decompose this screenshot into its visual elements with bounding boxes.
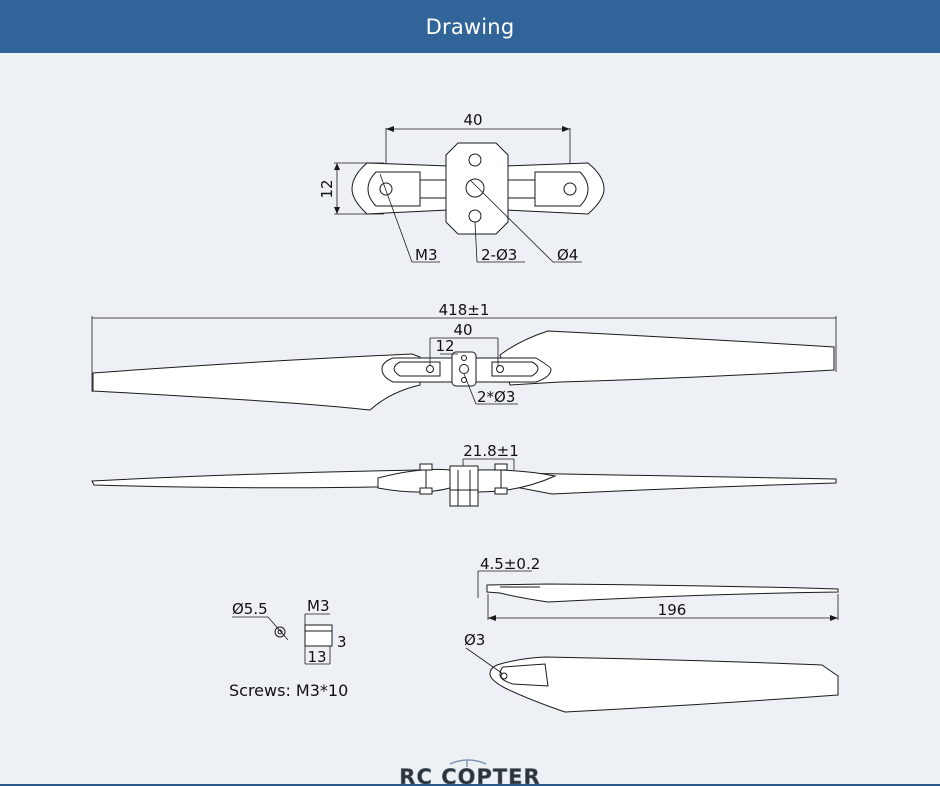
blade-hole-callout: Ø3 (464, 631, 485, 649)
total-length-dimension: 418±1 (439, 301, 490, 319)
page-title: Drawing (425, 14, 515, 39)
washer-diameter-label: Ø5.5 (232, 600, 268, 618)
bottom-rule (0, 784, 940, 786)
hub-height-dimension: 12 (318, 179, 336, 198)
screw-caption: Screws: M3*10 (229, 681, 348, 700)
header-bar: Drawing (0, 0, 940, 53)
hub-detail-view: 40 12 M3 2-Ø3 Ø4 (318, 111, 605, 264)
propeller-top-view: 418±1 40 12 2*Ø3 (91, 301, 837, 411)
propeller-side-view: 21.8±1 (91, 442, 837, 507)
hub-width-dimension: 40 (463, 111, 482, 129)
hub-screw-callout: M3 (415, 246, 438, 264)
screw-length-label: 13 (307, 648, 326, 666)
top-holes-callout: 2*Ø3 (477, 388, 515, 406)
hub-holes-callout: 2-Ø3 (481, 246, 517, 264)
blade-thickness-dimension: 4.5±0.2 (480, 555, 540, 573)
blade-top-view: Ø3 (464, 631, 839, 713)
rc-copter-watermark: RC COPTER (399, 759, 540, 786)
head-height-label: 3 (337, 633, 347, 651)
top-offset-dimension: 12 (435, 337, 454, 355)
thread-label: M3 (307, 597, 330, 615)
blade-edge-view: 4.5±0.2 196 (477, 555, 839, 621)
blade-length-dimension: 196 (658, 601, 687, 619)
hub-center-callout: Ø4 (557, 246, 578, 264)
watermark-text: RC COPTER (399, 765, 540, 786)
screw-detail: Ø5.5 M3 3 13 Screws: M3*10 (229, 597, 348, 700)
top-hub-dimension: 40 (453, 321, 472, 339)
side-height-dimension: 21.8±1 (463, 442, 519, 460)
